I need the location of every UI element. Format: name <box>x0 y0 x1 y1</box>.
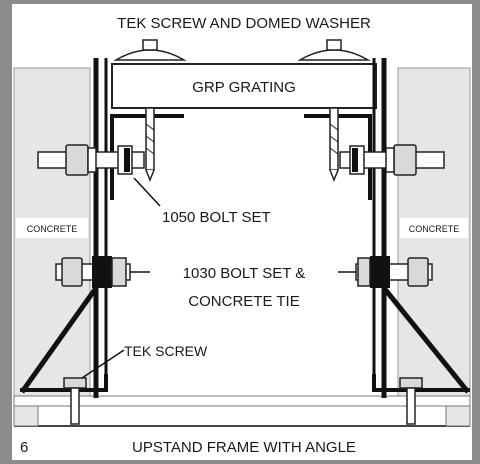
bottom-tek-screw-left <box>63 377 87 425</box>
base-block-left <box>13 405 39 427</box>
angle-right <box>304 114 372 200</box>
label-1030-bolt-set: 1030 BOLT SET & <box>183 265 306 282</box>
base-block-right <box>445 405 471 427</box>
leader-1050 <box>133 177 161 207</box>
domed-washer-left <box>113 39 187 61</box>
tek-screw-shank-left <box>145 107 155 183</box>
bottom-angle-left <box>20 374 108 392</box>
concrete-label-bg-left <box>16 218 88 238</box>
diagonal-brace-right <box>382 286 470 394</box>
concrete-label-bg-right <box>400 218 468 238</box>
domed-washer-right <box>297 39 371 61</box>
figure-number: 6 <box>20 439 28 456</box>
bottom-angle-right <box>372 374 470 392</box>
angle-left <box>110 114 184 200</box>
base-plate <box>13 395 471 407</box>
grp-grating-box <box>111 63 377 109</box>
bolt-1050-right <box>339 144 445 176</box>
label-tek-screw: TEK SCREW <box>124 343 208 359</box>
label-concrete-left: CONCRETE <box>27 224 78 234</box>
bolt-1030-left <box>55 256 131 288</box>
leader-tek-screw <box>81 349 125 379</box>
diagonal-brace-left <box>19 286 99 394</box>
label-tek-screw-domed-washer: TEK SCREW AND DOMED WASHER <box>117 15 371 32</box>
bolt-1050-left <box>37 144 145 176</box>
tek-screw-shank-right <box>329 107 339 183</box>
bolt-1030-right <box>355 256 433 288</box>
label-concrete-right: CONCRETE <box>409 224 460 234</box>
figure-caption: UPSTAND FRAME WITH ANGLE <box>132 439 356 456</box>
label-grp-grating: GRP GRATING <box>192 79 296 96</box>
label-concrete-tie: CONCRETE TIE <box>188 293 299 310</box>
label-1050-bolt-set: 1050 BOLT SET <box>162 209 271 226</box>
bottom-tek-screw-right <box>399 377 423 425</box>
